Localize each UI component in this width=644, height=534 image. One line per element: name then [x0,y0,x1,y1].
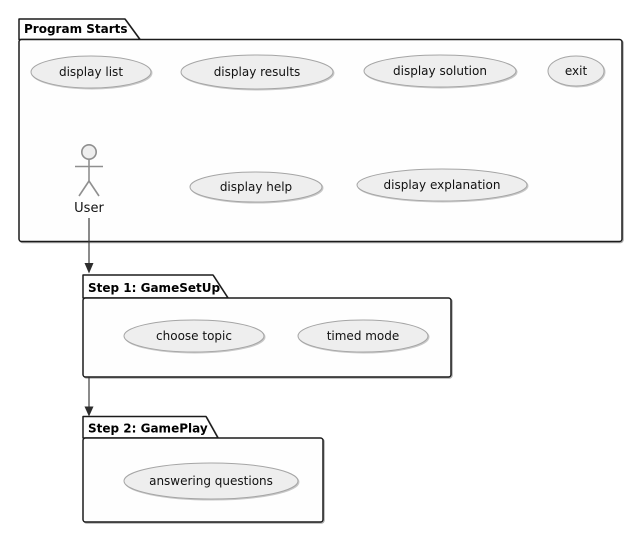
usecase-timed-mode: timed mode [297,319,429,353]
package-shape [82,274,452,378]
usecase-display-results: display results [180,54,334,90]
usecase-exit: exit [547,55,605,87]
package-shape [18,18,623,243]
usecase-label: display list [59,65,123,79]
package-step1-gamesetup: Step 1: GameSetUp choose topic timed mod… [82,274,452,378]
usecase-ellipse [180,54,334,90]
usecase-display-solution: display solution [363,54,517,88]
usecase-label: exit [565,64,588,78]
usecase-label: display help [220,180,292,194]
usecase-display-list: display list [30,55,152,89]
usecase-display-explanation: display explanation [356,168,528,202]
usecase-ellipse [123,319,265,353]
usecase-label: display results [214,65,301,79]
usecase-answering-questions: answering questions [123,462,299,500]
arrowhead-icon [84,263,94,274]
actor-leg-left [78,180,90,197]
package-title: Step 1: GameSetUp [88,281,220,295]
usecase-label: answering questions [149,474,273,488]
arrow-gamesetup-to-gameplay [84,377,94,417]
usecase-ellipse [297,319,429,353]
usecase-ellipse [123,462,299,500]
package-title: Step 2: GamePlay [88,422,208,436]
usecase-label: choose topic [156,329,232,343]
usecase-display-help: display help [189,171,323,203]
usecase-label: display solution [393,64,487,78]
arrowhead-icon [84,406,94,417]
usecase-ellipse [356,168,528,202]
usecase-ellipse [547,55,605,87]
usecase-label: timed mode [327,329,400,343]
package-body [82,297,452,378]
arrow-user-to-gamesetup [84,218,94,274]
package-step2-gameplay: Step 2: GamePlay answering questions [82,415,324,523]
usecase-choose-topic: choose topic [123,319,265,353]
usecase-label: display explanation [384,178,501,192]
package-program-starts: Program Starts display list display resu… [18,18,623,243]
usecase-ellipse [30,55,152,89]
package-title: Program Starts [24,22,128,36]
actor-leg-right [88,180,100,197]
actor-user: User [74,144,104,216]
actor-label: User [74,201,104,216]
usecase-ellipse [363,54,517,88]
usecase-ellipse [189,171,323,203]
actor-head [81,144,98,161]
